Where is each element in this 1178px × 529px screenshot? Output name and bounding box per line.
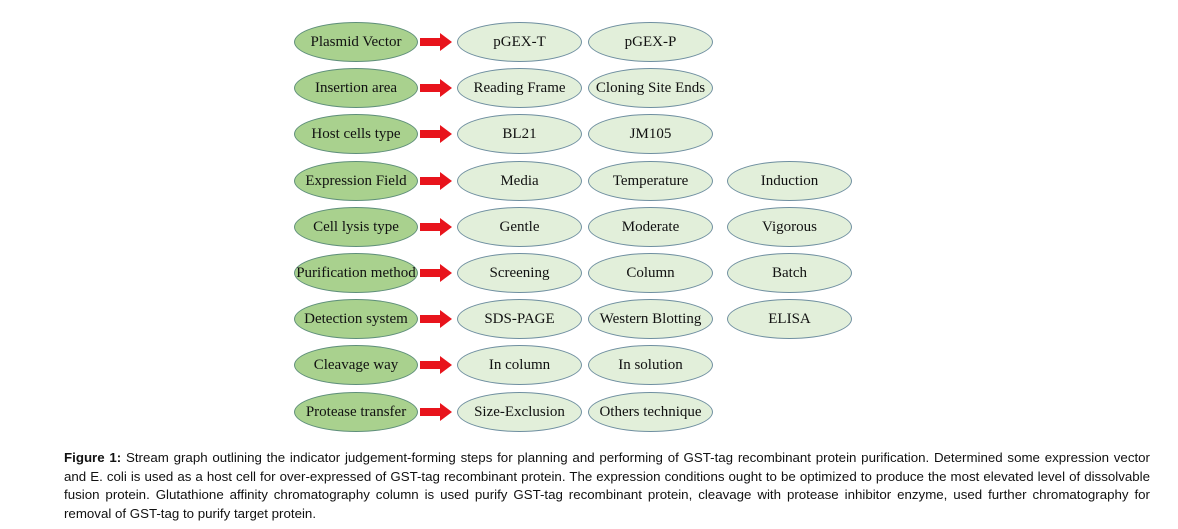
option-node: Media	[457, 160, 582, 201]
option-node: In column	[457, 345, 582, 386]
category-node: Host cells type	[294, 114, 418, 155]
option-node: Screening	[457, 253, 582, 293]
figure-label: Figure 1:	[64, 450, 122, 465]
right-arrow-icon	[420, 79, 452, 98]
figure-caption-text: Stream graph outlining the indicator jud…	[64, 450, 1150, 521]
option-node: Temperature	[588, 160, 713, 201]
option-node: SDS-PAGE	[457, 299, 582, 340]
option-node: JM105	[588, 114, 713, 155]
option-node: pGEX-T	[457, 22, 582, 62]
option-node: Others technique	[588, 391, 713, 432]
option-node: In solution	[588, 345, 713, 386]
right-arrow-icon	[420, 171, 452, 190]
right-arrow-icon	[420, 33, 452, 51]
category-node: Insertion area	[294, 68, 418, 109]
category-node: Cell lysis type	[294, 206, 418, 247]
right-arrow-icon	[420, 217, 452, 236]
option-node: Moderate	[588, 206, 713, 247]
option-node: Cloning Site Ends	[588, 68, 713, 109]
option-node: Induction	[727, 160, 852, 201]
figure-caption: Figure 1: Stream graph outlining the ind…	[64, 449, 1150, 523]
category-node: Plasmid Vector	[294, 22, 418, 62]
category-node: Expression Field	[294, 160, 418, 201]
option-node: Batch	[727, 253, 852, 293]
right-arrow-icon	[420, 125, 452, 144]
option-node: pGEX-P	[588, 22, 713, 62]
right-arrow-icon	[420, 402, 452, 421]
right-arrow-icon	[420, 356, 452, 375]
option-node: BL21	[457, 114, 582, 155]
option-node: Column	[588, 253, 713, 293]
category-node: Cleavage way	[294, 345, 418, 386]
right-arrow-icon	[420, 310, 452, 329]
category-node: Detection system	[294, 299, 418, 340]
right-arrow-icon	[420, 264, 452, 282]
category-node: Purification method	[294, 253, 418, 293]
option-node: Reading Frame	[457, 68, 582, 109]
option-node: Vigorous	[727, 206, 852, 247]
option-node: ELISA	[727, 299, 852, 340]
option-node: Western Blotting	[588, 299, 713, 340]
category-node: Protease transfer	[294, 391, 418, 432]
option-node: Gentle	[457, 206, 582, 247]
option-node: Size-Exclusion	[457, 391, 582, 432]
